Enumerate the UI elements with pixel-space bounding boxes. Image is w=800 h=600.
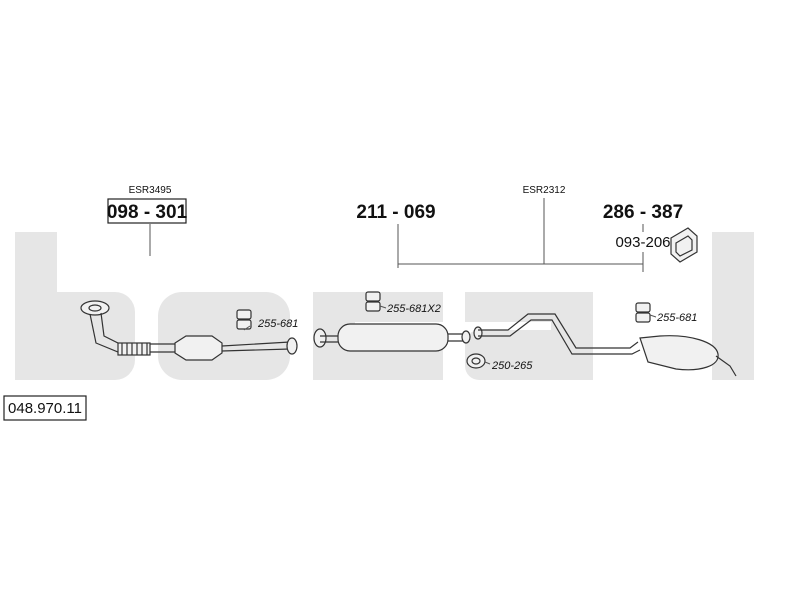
- rear-pipe-part[interactable]: [473, 313, 737, 377]
- rear-mount-part[interactable]: [635, 302, 657, 323]
- rear-group: ESR2312 286 - 387 093-206: [473, 185, 737, 377]
- catalog-number-box: 048.970.11: [3, 395, 87, 421]
- front-part-number[interactable]: 098 - 301: [107, 202, 188, 223]
- center-mount-label: 255-681X2: [386, 303, 441, 315]
- center-part-number[interactable]: 211 - 069: [356, 202, 435, 223]
- bracket-part[interactable]: [670, 227, 698, 263]
- front-pipe-part[interactable]: [80, 300, 298, 361]
- rear-mount-label: 255-681: [656, 312, 697, 324]
- rear-code-label: ESR2312: [523, 185, 566, 196]
- catalog-number: 048.970.11: [8, 400, 82, 417]
- front-group: ESR3495 098 - 301 255-: [80, 185, 298, 361]
- center-muffler-part[interactable]: [313, 323, 471, 352]
- rear-part-number[interactable]: 286 - 387: [603, 202, 683, 223]
- clamp-part[interactable]: [466, 353, 491, 369]
- clamp-label: 250-265: [491, 360, 533, 372]
- front-code-label: ESR3495: [129, 185, 172, 196]
- front-part-box: [107, 198, 187, 224]
- center-mount-part[interactable]: [365, 291, 387, 312]
- front-mount-label: 255-681: [257, 318, 298, 330]
- rear-bracket-number[interactable]: 093-206: [615, 234, 670, 251]
- front-mount-part[interactable]: [236, 309, 252, 331]
- center-group: 211 - 069 255-681X2: [313, 202, 643, 372]
